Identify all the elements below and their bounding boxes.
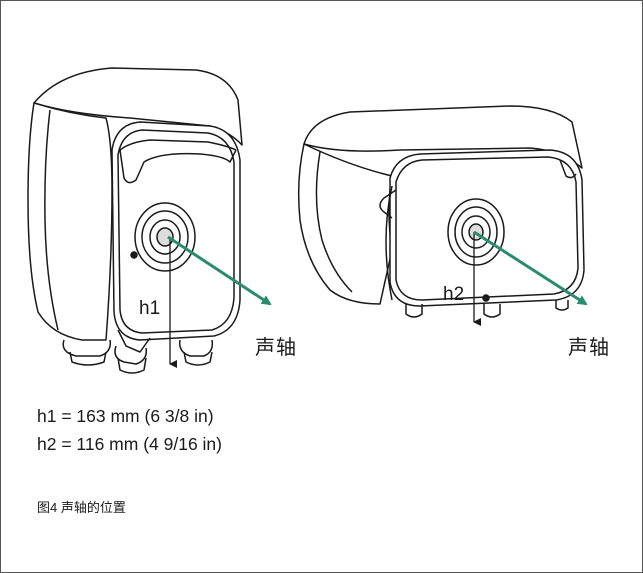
speaker-vertical	[27, 67, 243, 374]
h2-dimension-text: h2 = 116 mm (4 9/16 in)	[37, 434, 222, 454]
figure-caption: 图4 声轴的位置	[37, 500, 126, 515]
h1-label: h1	[139, 298, 161, 319]
h2-label: h2	[443, 284, 465, 305]
acoustic-axis-arrow-left	[167, 235, 272, 306]
acoustic-axis-label-right: 声轴	[568, 337, 610, 359]
acoustic-axis-arrow-right	[473, 230, 588, 306]
h1-dimension-text: h1 = 163 mm (6 3/8 in)	[37, 406, 214, 426]
acoustic-axis-label-left: 声轴	[255, 337, 297, 359]
speaker-horizontal	[297, 105, 585, 318]
